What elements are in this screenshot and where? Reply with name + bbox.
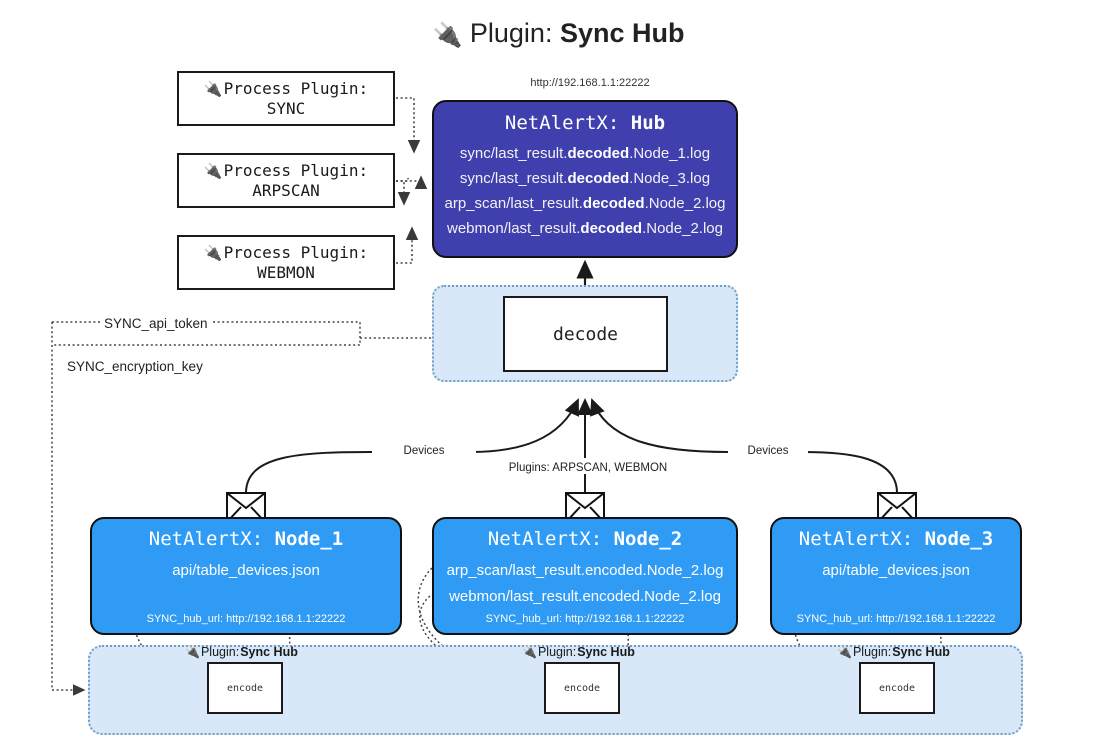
node-hub-url: SYNC_hub_url: http://192.168.1.1:22222 bbox=[772, 613, 1020, 625]
process-plugin-label: Process Plugin: bbox=[223, 160, 369, 180]
node-title-prefix: NetAlertX: bbox=[487, 528, 603, 550]
hub-log-line: arp_scan/last_result.decoded.Node_2.log bbox=[434, 191, 736, 216]
log-post: .Node_2.log bbox=[642, 220, 723, 237]
hub-node[interactable]: NetAlertX: Hub sync/last_result.decoded.… bbox=[432, 100, 738, 258]
node-hub-url: SYNC_hub_url: http://192.168.1.1:22222 bbox=[434, 613, 736, 625]
node-title-name: Node_3 bbox=[924, 528, 994, 550]
plug-icon: 🔌 bbox=[203, 161, 223, 180]
encoder-caption-3: 🔌 Plugin: Sync Hub bbox=[837, 645, 950, 659]
plug-icon: 🔌 bbox=[203, 243, 223, 262]
node-title-name: Node_2 bbox=[613, 528, 683, 550]
encoder-caption-name: Sync Hub bbox=[577, 645, 635, 659]
hub-log-line: sync/last_result.decoded.Node_1.log bbox=[434, 141, 736, 166]
node-title: NetAlertX: Node_3 bbox=[772, 528, 1020, 550]
title-name: Sync Hub bbox=[559, 18, 685, 48]
secret-label-api-token: SYNC_api_token bbox=[101, 316, 211, 331]
encode-box-1[interactable]: encode bbox=[207, 662, 283, 714]
log-pre: sync/last_result. bbox=[459, 170, 568, 187]
log-pre: webmon/last_result. bbox=[447, 220, 581, 237]
log-pre: arp_scan/last_result. bbox=[444, 195, 583, 212]
encode-box-2[interactable]: encode bbox=[544, 662, 620, 714]
process-plugin-label: Process Plugin: bbox=[223, 242, 369, 262]
process-plugin-name: ARPSCAN bbox=[252, 180, 320, 200]
log-post: .Node_2.log bbox=[644, 195, 726, 212]
log-post: .Node_3.log bbox=[629, 170, 711, 187]
node-hub-url-value: http://192.168.1.1:22222 bbox=[226, 613, 346, 625]
encoder-caption-prefix: Plugin: bbox=[200, 645, 240, 659]
plug-icon: 🔌 bbox=[432, 22, 463, 49]
page-title: 🔌 Plugin: Sync Hub bbox=[0, 18, 1117, 49]
log-mid: decoded bbox=[567, 170, 630, 187]
plug-icon: 🔌 bbox=[522, 645, 537, 659]
plug-icon: 🔌 bbox=[203, 79, 223, 98]
edge-label-devices-right: Devices bbox=[728, 445, 808, 457]
node-line: api/table_devices.json bbox=[172, 562, 320, 579]
hub-title-name: Hub bbox=[630, 112, 666, 134]
log-post: .Node_1.log bbox=[629, 145, 711, 162]
node-hub-url-key: SYNC_hub_url: bbox=[146, 613, 224, 625]
node-title-prefix: NetAlertX: bbox=[148, 528, 264, 550]
encode-box-3[interactable]: encode bbox=[859, 662, 935, 714]
node-line-list: arp_scan/last_result.encoded.Node_2.log … bbox=[434, 558, 736, 610]
decode-box[interactable]: decode bbox=[503, 296, 668, 372]
title-prefix: Plugin: bbox=[469, 18, 553, 48]
node-title: NetAlertX: Node_2 bbox=[434, 528, 736, 550]
encoder-caption-2: 🔌 Plugin: Sync Hub bbox=[522, 645, 635, 659]
log-pre: sync/last_result. bbox=[459, 145, 568, 162]
log-mid: decoded bbox=[567, 145, 630, 162]
node-line-list: api/table_devices.json bbox=[772, 558, 1020, 584]
hub-title-prefix: NetAlertX: bbox=[504, 112, 620, 134]
encoder-caption-name: Sync Hub bbox=[240, 645, 298, 659]
node-3[interactable]: NetAlertX: Node_3 api/table_devices.json… bbox=[770, 517, 1022, 635]
process-plugin-name: SYNC bbox=[266, 98, 306, 118]
log-mid: decoded bbox=[580, 220, 643, 237]
node-hub-url-value: http://192.168.1.1:22222 bbox=[565, 613, 685, 625]
node-1[interactable]: NetAlertX: Node_1 api/table_devices.json… bbox=[90, 517, 402, 635]
encoder-caption-name: Sync Hub bbox=[892, 645, 950, 659]
process-plugin-arpscan[interactable]: 🔌 Process Plugin: ARPSCAN bbox=[177, 153, 395, 208]
node-title-name: Node_1 bbox=[274, 528, 344, 550]
log-mid: decoded bbox=[582, 195, 645, 212]
edge-label-plugins-center: Plugins: ARPSCAN, WEBMON bbox=[505, 462, 671, 474]
process-plugin-webmon[interactable]: 🔌 Process Plugin: WEBMON bbox=[177, 235, 395, 290]
plug-icon: 🔌 bbox=[185, 645, 200, 659]
hub-log-line: sync/last_result.decoded.Node_3.log bbox=[434, 166, 736, 191]
node-hub-url-key: SYNC_hub_url: bbox=[485, 613, 563, 625]
hub-url-label: http://192.168.1.1:22222 bbox=[530, 77, 650, 89]
node-title-prefix: NetAlertX: bbox=[798, 528, 914, 550]
node-hub-url-value: http://192.168.1.1:22222 bbox=[876, 613, 996, 625]
node-hub-url: SYNC_hub_url: http://192.168.1.1:22222 bbox=[92, 613, 400, 625]
hub-title: NetAlertX: Hub bbox=[434, 112, 736, 134]
process-plugin-label: Process Plugin: bbox=[223, 78, 369, 98]
node-title: NetAlertX: Node_1 bbox=[92, 528, 400, 550]
node-line: api/table_devices.json bbox=[822, 562, 970, 579]
secret-label-encryption-key: SYNC_encryption_key bbox=[64, 359, 206, 374]
encoder-caption-prefix: Plugin: bbox=[852, 645, 892, 659]
process-plugin-sync[interactable]: 🔌 Process Plugin: SYNC bbox=[177, 71, 395, 126]
node-line: arp_scan/last_result.encoded.Node_2.log bbox=[446, 562, 724, 579]
hub-log-line: webmon/last_result.decoded.Node_2.log bbox=[434, 216, 736, 241]
edge-label-devices-left: Devices bbox=[372, 445, 476, 457]
node-line: webmon/last_result.encoded.Node_2.log bbox=[449, 588, 721, 605]
hub-log-list: sync/last_result.decoded.Node_1.log sync… bbox=[434, 141, 736, 241]
encoder-caption-1: 🔌 Plugin: Sync Hub bbox=[185, 645, 298, 659]
node-hub-url-key: SYNC_hub_url: bbox=[796, 613, 874, 625]
node-line-list: api/table_devices.json bbox=[92, 558, 400, 584]
process-plugin-name: WEBMON bbox=[257, 262, 315, 282]
encoder-caption-prefix: Plugin: bbox=[537, 645, 577, 659]
node-2[interactable]: NetAlertX: Node_2 arp_scan/last_result.e… bbox=[432, 517, 738, 635]
plug-icon: 🔌 bbox=[837, 645, 852, 659]
